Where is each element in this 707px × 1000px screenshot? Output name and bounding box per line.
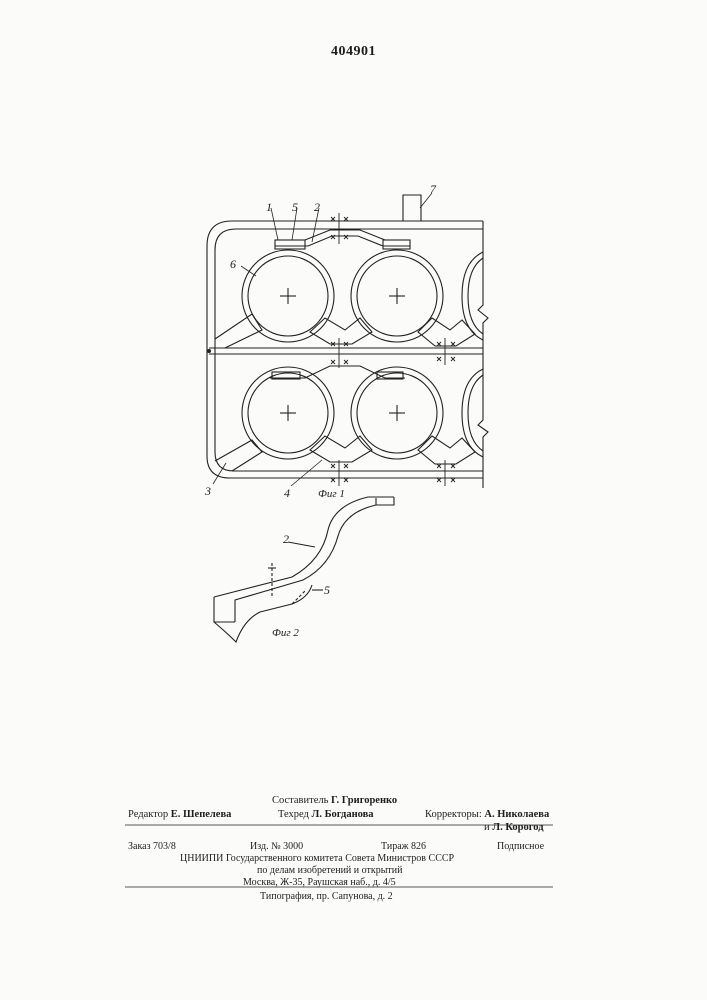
correctors-label: Корректоры: <box>425 809 482 820</box>
figure-2: 2 5 Фиг 2 <box>214 497 394 642</box>
corrector-2-line: и Л. Корогод <box>484 821 544 834</box>
correctors-line: Корректоры: А. Николаева <box>425 808 549 821</box>
fig2-callout-2: 2 <box>283 532 289 546</box>
outer-frame-inner <box>215 229 483 471</box>
fig2-callout-5: 5 <box>324 583 330 597</box>
editor-name: Е. Шепелева <box>171 809 232 820</box>
callout-4: 4 <box>284 486 290 500</box>
figure-2-caption: Фиг 2 <box>272 627 299 639</box>
callout-7: 7 <box>430 182 437 196</box>
editor-line: Редактор Е. Шепелева <box>128 808 231 821</box>
ring-bottom-2 <box>351 367 443 459</box>
ring-top-1 <box>242 250 334 342</box>
outer-frame <box>207 221 483 478</box>
corrector-1: А. Николаева <box>484 809 549 820</box>
editor-label: Редактор <box>128 809 168 820</box>
corrector-2-prefix: и <box>484 822 490 833</box>
compiler-name: Г. Григоренко <box>331 795 397 806</box>
callout-6: 6 <box>230 257 236 271</box>
callout-3: 3 <box>204 484 211 498</box>
techred-name: Л. Богданова <box>312 809 374 820</box>
callout-2: 2 <box>314 200 320 214</box>
techred-line: Техред Л. Богданова <box>278 808 374 821</box>
callout-5: 5 <box>292 200 298 214</box>
corrector-2: Л. Корогод <box>492 822 543 833</box>
address: Москва, Ж-35, Раушская наб., д. 4/5 <box>243 876 396 889</box>
compiler-line: Составитель Г. Григоренко <box>272 794 397 807</box>
compiler-label: Составитель <box>272 795 328 806</box>
subscription: Подписное <box>497 840 544 853</box>
callout-1: 1 <box>266 200 272 214</box>
printing-house: Типография, пр. Сапунова, д. 2 <box>260 890 393 903</box>
techred-label: Техред <box>278 809 309 820</box>
ring-top-2 <box>351 250 443 342</box>
order-number: Заказ 703/8 <box>128 840 176 853</box>
figure-1: 1 5 2 7 6 3 4 Фиг 1 <box>204 182 488 500</box>
figure-1-caption: Фиг 1 <box>318 488 345 500</box>
